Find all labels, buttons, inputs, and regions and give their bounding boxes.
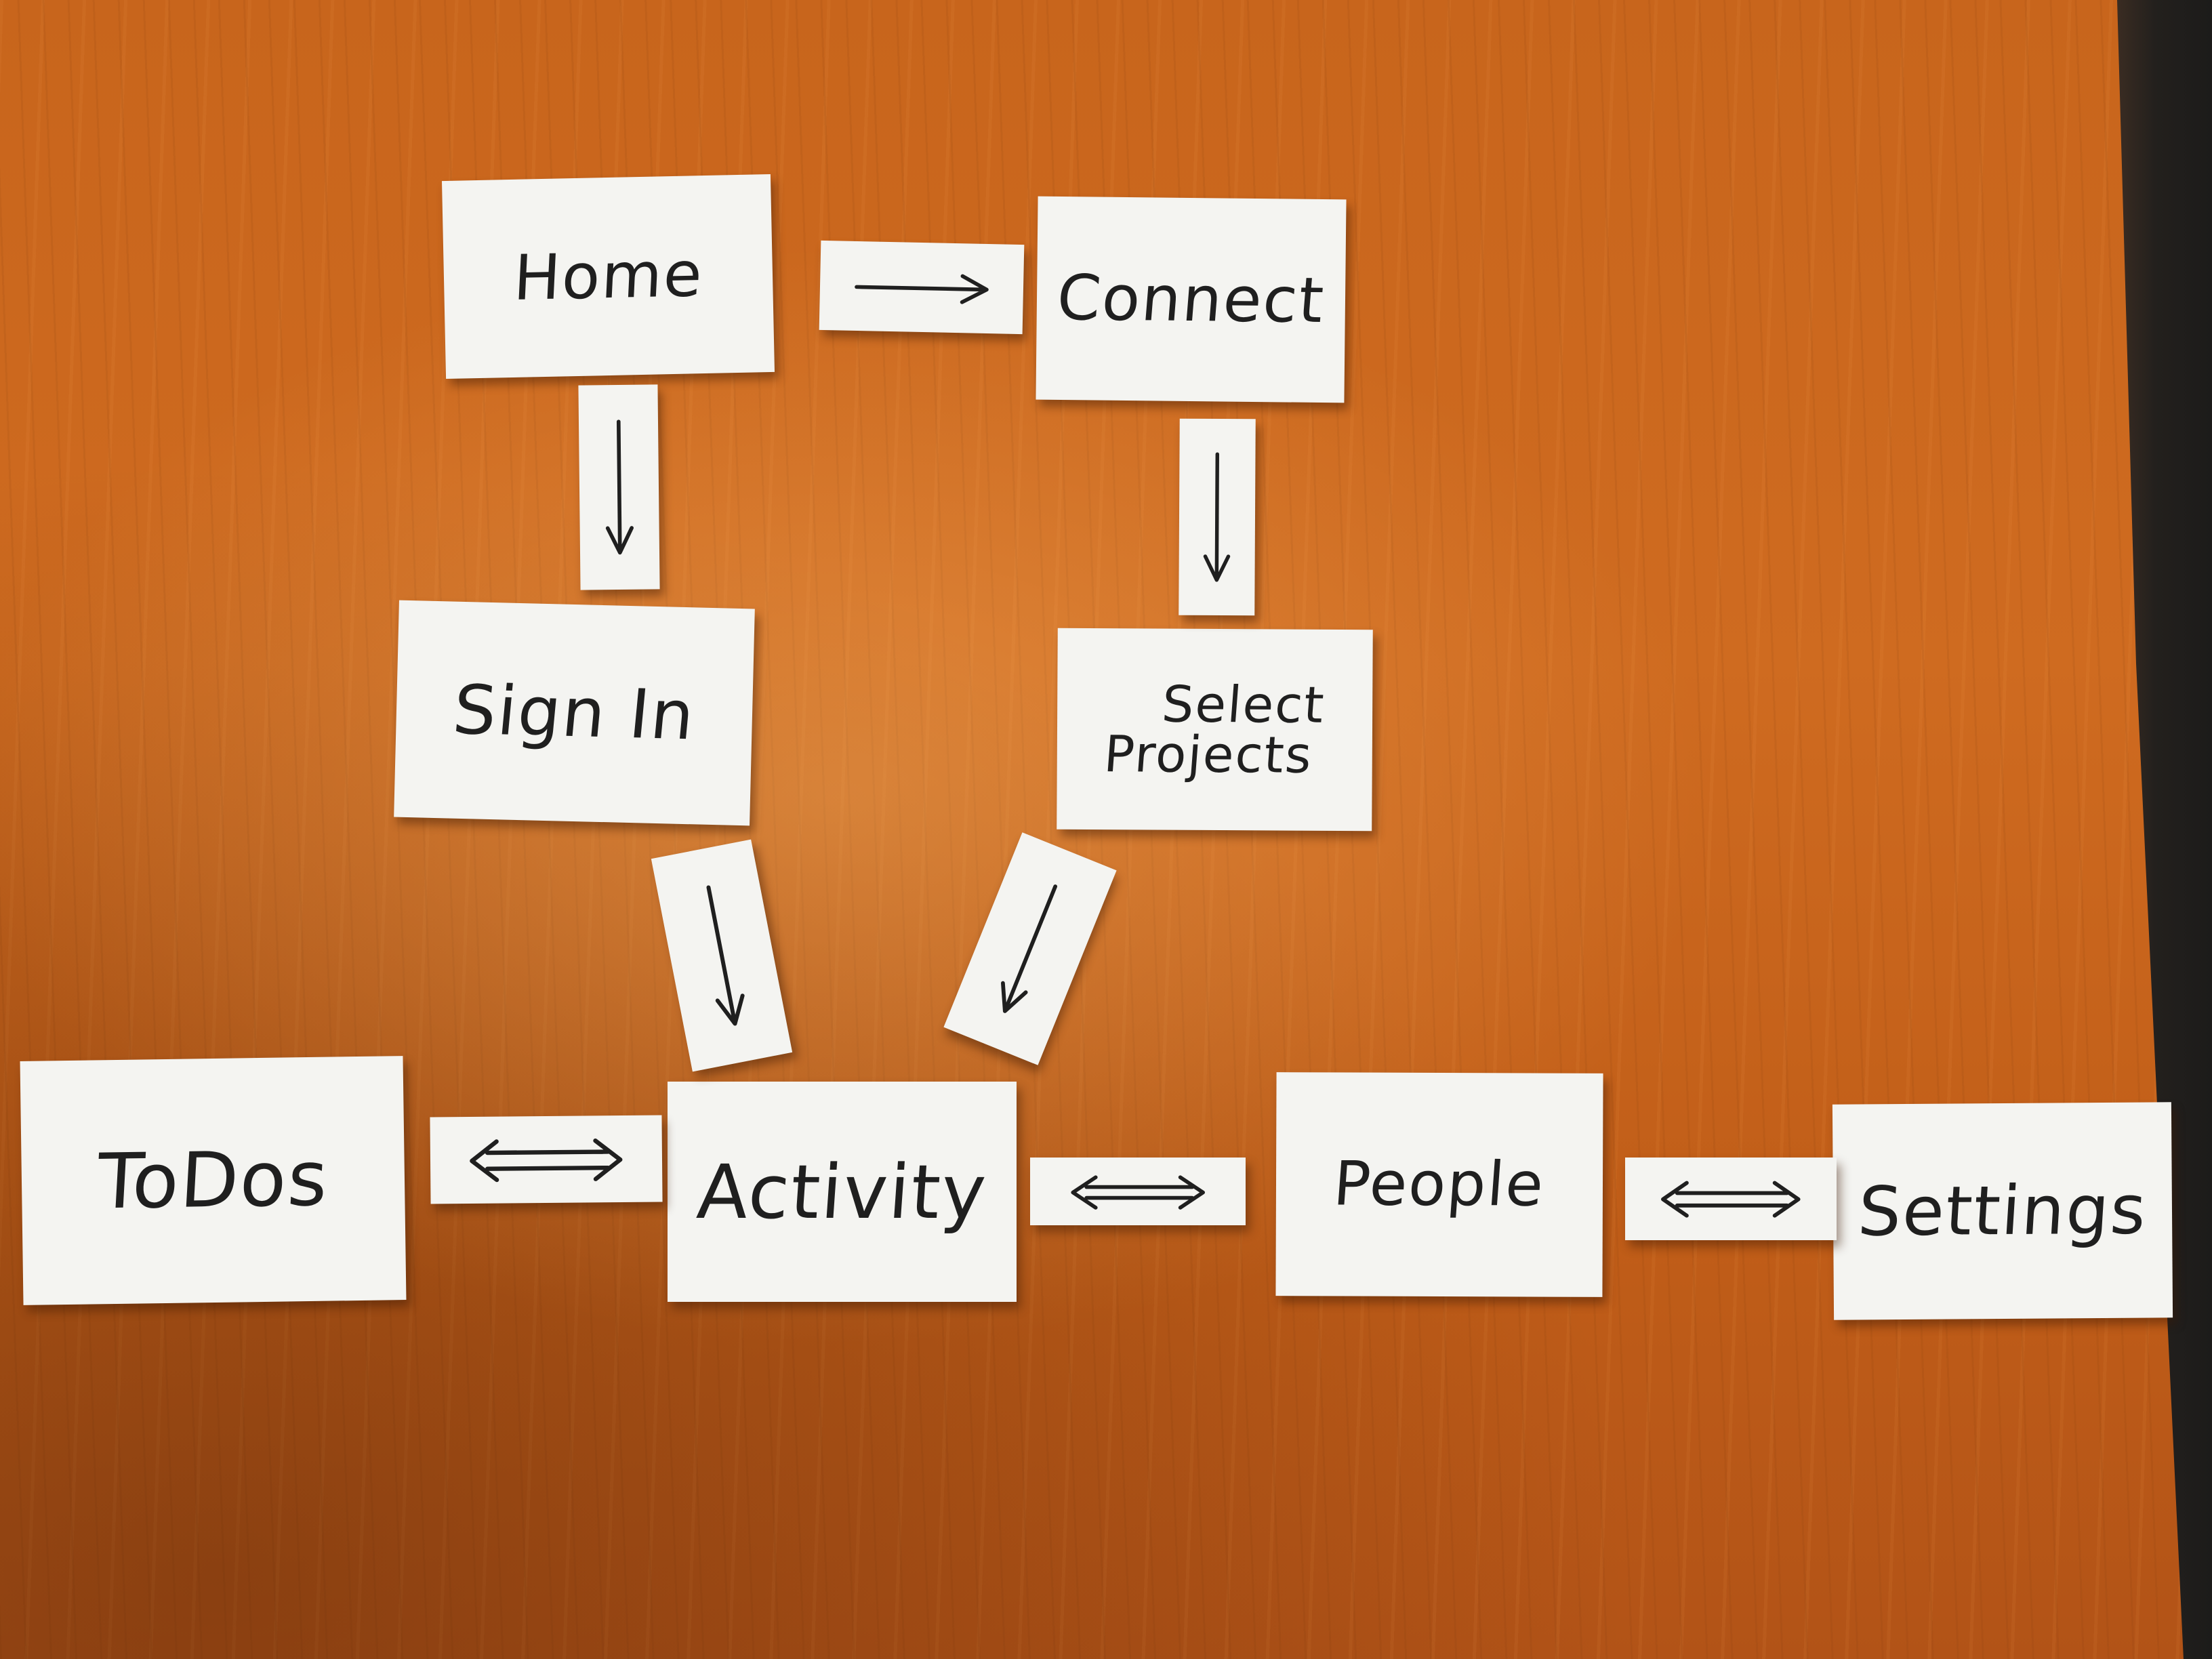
double-arrow-icon bbox=[1071, 1175, 1205, 1210]
node-people-label: People bbox=[1331, 1148, 1548, 1221]
double-arrow-icon bbox=[470, 1138, 623, 1183]
down-arrow-icon bbox=[1001, 884, 1058, 1013]
node-activity-label: Activity bbox=[694, 1148, 990, 1235]
node-select-projects-line2: Projects bbox=[1102, 724, 1315, 785]
double-arrow-icon bbox=[1661, 1181, 1801, 1218]
node-connect[interactable]: Connect bbox=[1036, 196, 1347, 403]
node-connect-label: Connect bbox=[1054, 261, 1328, 337]
node-select-projects-label: Select Projects bbox=[1102, 675, 1328, 785]
arrow-home-to-sign-in bbox=[578, 384, 660, 590]
floor-edge bbox=[2117, 0, 2212, 1659]
arrow-connect-to-select-projects bbox=[1179, 418, 1256, 616]
arrow-home-to-connect bbox=[819, 240, 1025, 335]
down-arrow-icon bbox=[1203, 452, 1231, 582]
node-todos[interactable]: ToDos bbox=[20, 1056, 407, 1305]
node-home[interactable]: Home bbox=[441, 173, 775, 380]
down-arrow-icon bbox=[605, 419, 634, 555]
node-select-projects-line1: Select bbox=[1160, 675, 1328, 735]
arrow-people-settings bbox=[1625, 1158, 1837, 1240]
right-arrow-icon bbox=[855, 274, 989, 304]
node-select-projects[interactable]: Select Projects bbox=[1057, 628, 1373, 832]
arrow-select-projects-to-activity bbox=[943, 832, 1117, 1065]
arrow-activity-people bbox=[1030, 1158, 1246, 1225]
arrow-todos-activity bbox=[430, 1115, 663, 1204]
node-todos-label: ToDos bbox=[95, 1134, 331, 1227]
node-sign-in[interactable]: Sign In bbox=[394, 600, 755, 826]
node-people[interactable]: People bbox=[1275, 1072, 1603, 1297]
node-settings-label: Settings bbox=[1856, 1170, 2150, 1252]
node-settings[interactable]: Settings bbox=[1832, 1102, 2173, 1320]
node-activity[interactable]: Activity bbox=[668, 1082, 1017, 1302]
arrow-sign-in-to-activity bbox=[651, 839, 793, 1072]
down-arrow-icon bbox=[706, 885, 745, 1026]
node-home-label: Home bbox=[512, 238, 705, 314]
node-sign-in-label: Sign In bbox=[449, 670, 699, 756]
